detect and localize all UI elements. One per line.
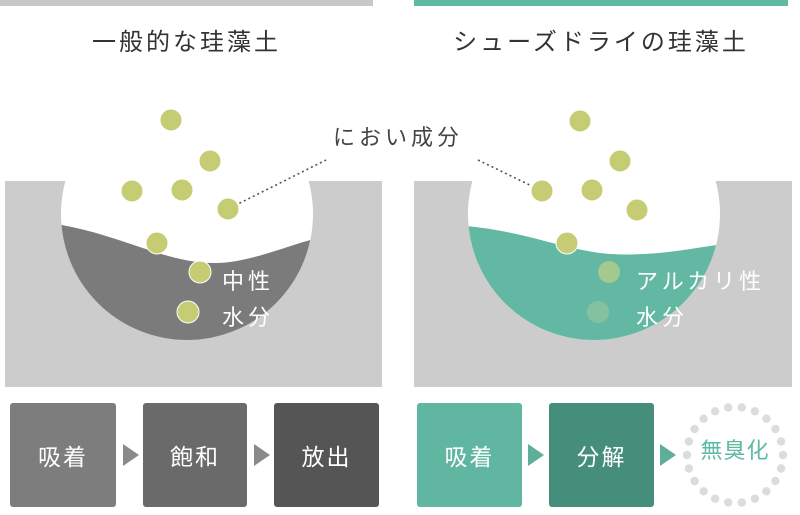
right-flow-step-1: 吸着 [417,403,522,507]
left-flow-arrow-2 [254,444,270,466]
right-result: 無臭化 [700,439,770,464]
right-flow-arrow-1 [528,444,544,466]
odor-callout: におい成分 [332,126,463,151]
left-water-label: 中性 水分 [222,265,274,337]
right-flow-arrow-2 [660,444,676,466]
result-ring-dot [710,407,720,416]
result-ring-dot [699,414,708,423]
result-ring-dot [771,424,780,434]
right-flow-step-2: 分解 [549,403,654,507]
left-flow-step-2: 飽和 [143,403,247,507]
right-particles [530,109,649,323]
right-top-bar [414,0,788,6]
result-ring-dot [690,476,699,486]
left-flow-step-1: 吸着 [10,403,116,507]
right-title: シューズドライの珪藻土 [453,28,749,56]
result-ring-dot [684,437,694,446]
result-ring-dot [710,494,720,503]
leader-line-right [477,159,541,191]
result-ring-dot [682,450,692,460]
right-label-line1: アルカリ性 [636,270,766,295]
result-dot-ring [682,403,788,507]
result-ring-dot [762,487,771,496]
result-ring-dot [762,414,771,423]
result-ring-dot [750,407,760,416]
result-ring-dot [724,498,733,507]
illustration [5,108,792,387]
left-particles [120,108,240,324]
result-ring-dot [771,476,780,486]
left-title: 一般的な珪藻土 [92,28,281,56]
result-ring-dot [690,424,699,434]
right-label-line2: 水分 [636,306,689,331]
leader-line-left [225,159,327,211]
left-label-line2: 水分 [222,306,275,331]
result-ring-dot [684,464,694,473]
result-ring-dot [776,437,786,446]
result-ring-dot [699,487,708,496]
left-label-line1: 中性 [222,270,275,295]
result-ring-dot [776,464,786,473]
result-ring-dot [778,450,788,460]
result-ring-dot [737,498,746,507]
right-water-label: アルカリ性 水分 [636,265,765,337]
result-ring-dot [737,403,746,412]
result-ring-dot [750,494,760,503]
left-top-bar [0,0,373,6]
left-flow-arrow-1 [123,444,139,466]
result-ring-dot [724,403,733,412]
left-flow-step-3: 放出 [274,403,379,507]
